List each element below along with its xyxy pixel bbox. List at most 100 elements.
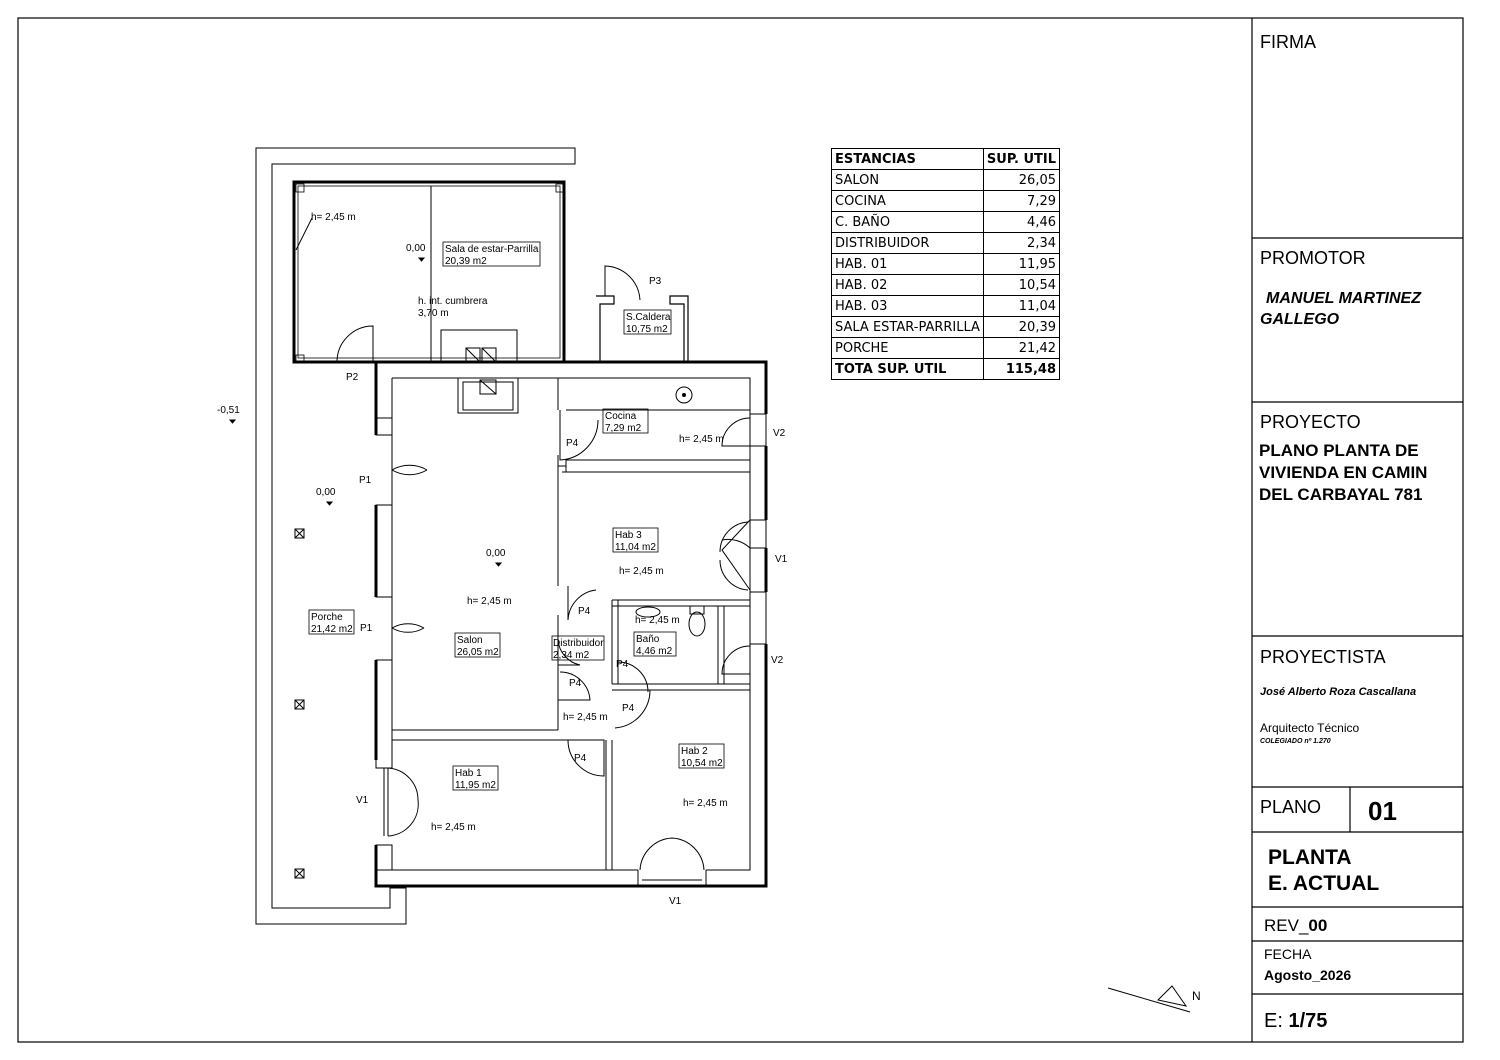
proyecto-line2: VIVIENDA EN CAMIN (1259, 463, 1428, 482)
plano-label: PLANO (1260, 797, 1322, 817)
revision-value: 00 (1308, 916, 1328, 935)
opening-label: P4 (569, 678, 582, 689)
height-label: h= 2,45 m (619, 566, 664, 577)
table-cell: 20,39 (982, 316, 1061, 338)
height-label: h= 2,45 m (431, 822, 476, 833)
room-area-caldera: 10,75 m2 (626, 324, 668, 335)
room-name-parrilla: Sala de estar-Parrilla (445, 244, 539, 255)
plano-title-line1: PLANTA (1268, 846, 1352, 869)
plano-title-line2: E. ACTUAL (1268, 872, 1380, 895)
door-P4-swing-distribuidor (567, 586, 597, 621)
firma-label: FIRMA (1260, 32, 1316, 52)
door-P1-swing-lower (391, 597, 425, 660)
table-header-row: ESTANCIAS SUP. UTIL (831, 148, 1061, 170)
room-area-cocina: 7,29 m2 (605, 423, 642, 434)
table-cell: SALA ESTAR-PARRILLA (831, 316, 984, 338)
room-name-hab3: Hab 3 (615, 530, 642, 541)
table-cell: 26,05 (982, 169, 1061, 191)
opening-label: V1 (775, 554, 788, 565)
table-cell: 115,48 (982, 358, 1061, 380)
fecha-label: FECHA (1264, 946, 1312, 962)
floor-plan (228, 147, 1191, 1013)
colegiado-number: COLEGIADO nº 1.270 (1260, 738, 1331, 745)
promotor-name-line2: GALLEGO (1260, 311, 1340, 328)
level-label: -0,51 (217, 405, 240, 416)
height-label: h= 2,45 m (683, 798, 728, 809)
room-name-hab2: Hab 2 (681, 746, 708, 757)
room-name-salon: Salon (457, 635, 483, 646)
table-cell: 11,04 (982, 295, 1061, 317)
proyectista-title: Arquitecto Técnico (1260, 721, 1360, 735)
door-P1-swing-upper (391, 435, 428, 505)
height-label: h= 2,45 m (311, 212, 356, 223)
room-area-hab3: 11,04 m2 (615, 542, 656, 553)
opening-label: P4 (566, 438, 579, 449)
table-cell: COCINA (831, 190, 984, 212)
plano-number: 01 (1368, 796, 1397, 826)
table-cell: C. BAÑO (831, 211, 984, 233)
table-cell: DISTRIBUIDOR (831, 232, 984, 254)
opening-label: P4 (574, 753, 587, 764)
table-cell: HAB. 01 (831, 253, 984, 275)
height-label: h= 2,45 m (467, 596, 512, 607)
opening-label: P4 (622, 703, 635, 714)
sheet-frame (17, 17, 1464, 1043)
level-label: 0,00 (486, 548, 506, 559)
room-label-boxes (308, 241, 725, 791)
room-name-bano: Baño (636, 634, 660, 645)
table-cell: 7,29 (982, 190, 1061, 212)
ridge-height-label: h. int. cumbrera (418, 296, 488, 307)
table-cell: HAB. 03 (831, 295, 984, 317)
table-cell: 4,46 (982, 211, 1061, 233)
proyecto-line3: DEL CARBAYAL 781 (1259, 485, 1423, 504)
door-P2-swing (336, 325, 374, 363)
height-label: h= 2,45 m (563, 712, 608, 723)
table-cell: PORCHE (831, 337, 984, 359)
room-area-hab1: 11,95 m2 (455, 780, 496, 791)
room-area-hab2: 10,54 m2 (681, 758, 723, 769)
room-name-caldera: S.Caldera (626, 312, 671, 323)
room-name-cocina: Cocina (605, 411, 637, 422)
table-cell: 2,34 (982, 232, 1061, 254)
scale-value: 1/75 (1288, 1010, 1328, 1032)
opening-label: P2 (346, 372, 359, 383)
north-label: N (1192, 989, 1201, 1003)
porch-slab-outline (255, 147, 576, 925)
opening-label: P1 (360, 623, 373, 634)
scale-label: E: (1264, 1010, 1289, 1032)
north-arrow (1107, 985, 1191, 1013)
table-cell: HAB. 02 (831, 274, 984, 296)
room-area-distribuidor: 2,34 m2 (553, 650, 590, 661)
fecha-value: Agosto_2026 (1264, 967, 1352, 983)
proyectista-name: José Alberto Roza Cascallana (1260, 686, 1417, 698)
opening-label: V1 (669, 896, 682, 907)
opening-label: P1 (359, 475, 372, 486)
opening-label: P4 (578, 606, 591, 617)
table-header: SUP. UTIL (982, 148, 1061, 170)
height-label: h= 2,45 m (635, 615, 680, 626)
promotor-name-line1: MANUEL MARTINEZ (1266, 290, 1421, 307)
opening-label: V1 (356, 795, 369, 806)
room-name-hab1: Hab 1 (455, 768, 482, 779)
parrilla-walls (292, 180, 566, 364)
interior-partitions (392, 378, 751, 870)
level-label: 0,00 (406, 243, 426, 254)
chimney (440, 329, 518, 363)
revision: REV_00 (1264, 916, 1327, 936)
porch-columns (294, 528, 305, 879)
opening-label: V2 (771, 655, 784, 666)
title-block-lines (1251, 18, 1463, 1042)
opening-label: V2 (773, 428, 786, 439)
table-cell: 11,95 (982, 253, 1061, 275)
opening-label: P4 (616, 659, 629, 670)
table-cell: 10,54 (982, 274, 1061, 296)
